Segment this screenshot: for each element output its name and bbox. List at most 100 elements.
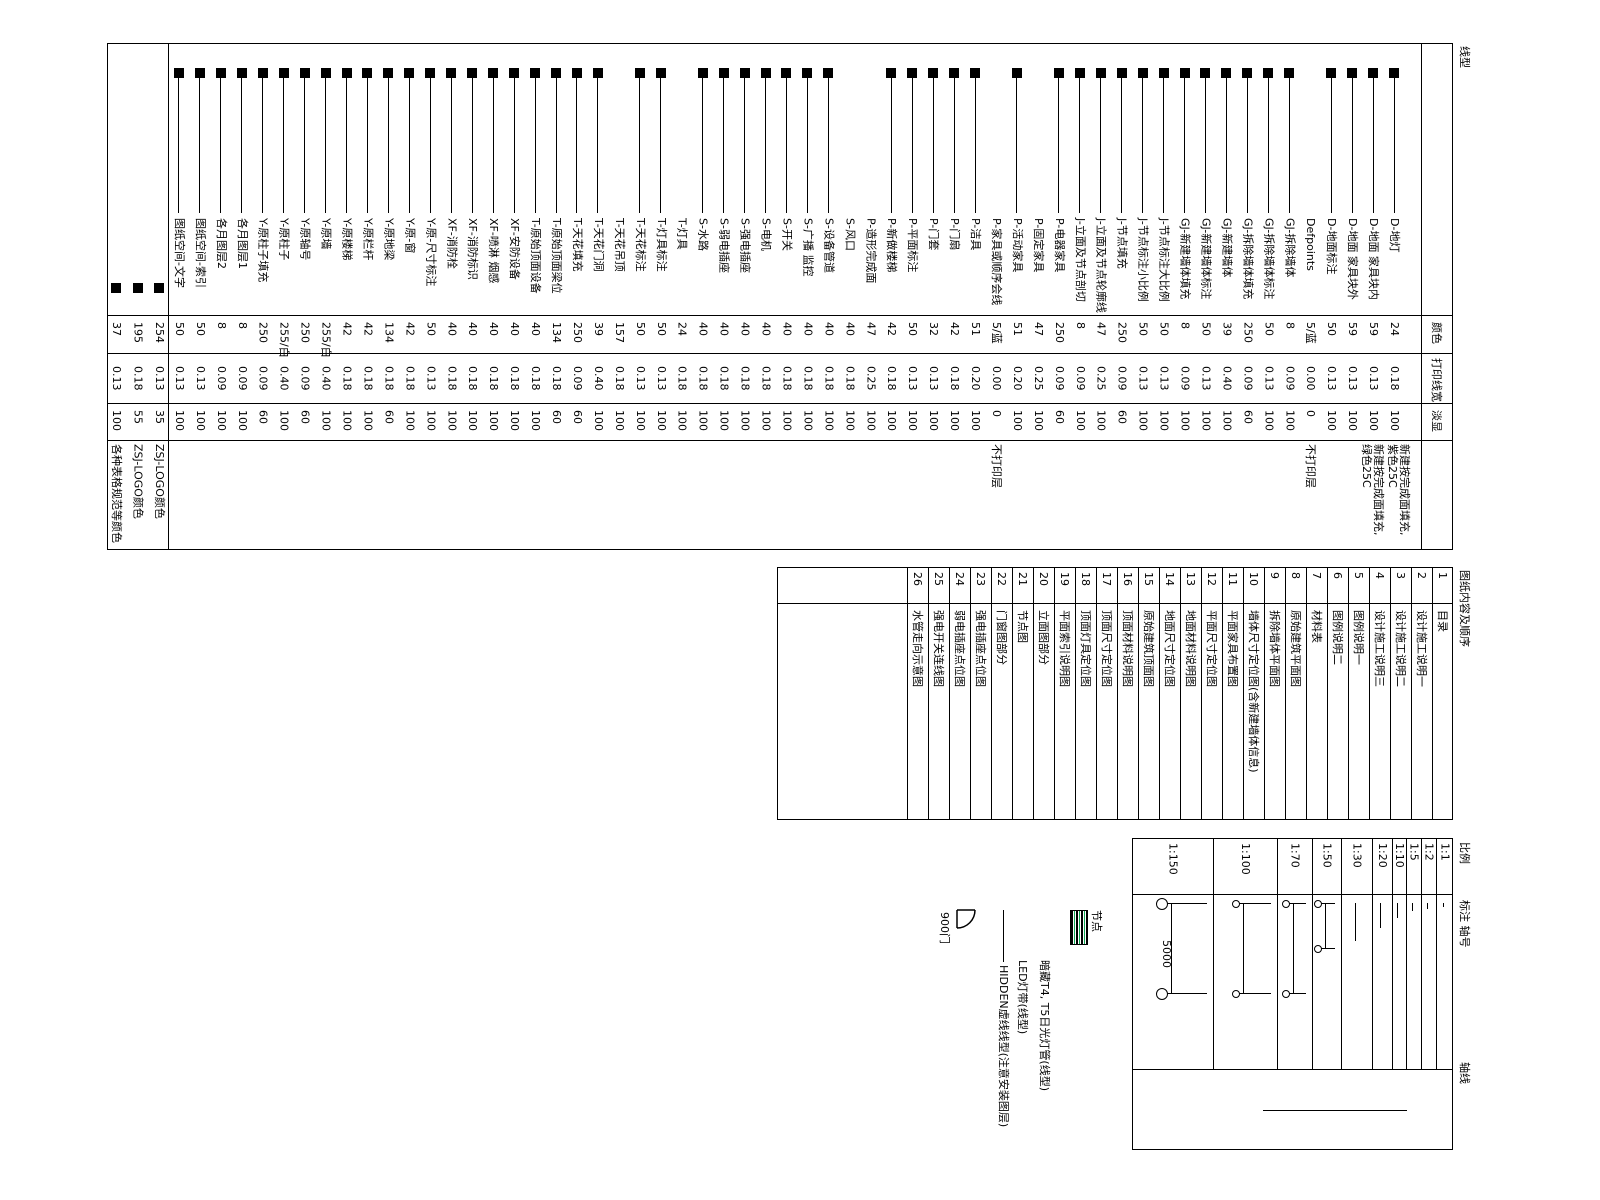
axis-extension	[1166, 993, 1207, 994]
node-label: 节点	[1090, 910, 1103, 932]
layer-name: S-风口	[843, 218, 857, 251]
layer-weight: 0.09	[570, 366, 584, 391]
layer-color: 8	[235, 322, 249, 329]
extra-fade: 55	[131, 410, 145, 424]
door-label: 900门	[938, 912, 951, 944]
layer-weight: 0.40	[591, 366, 605, 391]
layer-name: Y-原地梁	[382, 218, 396, 261]
layer-fade: 100	[759, 410, 773, 431]
layer-fade: 100	[1346, 410, 1360, 431]
divider	[107, 403, 1453, 404]
layer-fade: 100	[1178, 410, 1192, 431]
layer-name: 图纸空间-文字	[172, 218, 186, 288]
layer-weight: 0.18	[466, 366, 480, 391]
divider	[1117, 567, 1118, 820]
layer-weight: 0.18	[508, 366, 522, 391]
drawing-no: 22	[995, 572, 1008, 586]
divider	[1213, 838, 1214, 1069]
divider	[1432, 567, 1433, 820]
layer-fade: 100	[1094, 410, 1108, 431]
layer-weight: 0.18	[529, 366, 543, 391]
layer-weight: 0.18	[717, 366, 731, 391]
layer-weight: 0.18	[340, 366, 354, 391]
layer-leader-line	[1058, 73, 1060, 213]
drawing-name: 强电开关连线图	[932, 610, 945, 687]
divider	[907, 567, 908, 820]
layer-weight: 0.13	[1199, 366, 1213, 391]
layer-note: 新建按完成面填充, 绿色25C	[1360, 444, 1386, 536]
layer-fade: 100	[927, 410, 941, 431]
layer-weight: 0.09	[1178, 366, 1192, 391]
layer-leader-line	[450, 73, 452, 213]
layer-fade: 100	[172, 410, 186, 431]
layer-weight: 0.18	[738, 366, 752, 391]
layer-fade: 100	[633, 410, 647, 431]
layer-fade: 100	[1367, 410, 1381, 431]
color-swatch-icon	[111, 283, 121, 293]
extra-note: 各种表格规范等颜色	[110, 444, 123, 543]
extra-color: 195	[131, 322, 145, 343]
layer-fade: 60	[298, 410, 312, 424]
layer-leader-line	[1079, 73, 1081, 213]
divider	[1306, 567, 1307, 820]
drawing-name: 水管走向示意图	[911, 610, 924, 687]
divider	[1277, 838, 1278, 1069]
extra-weight: 0.18	[131, 366, 145, 391]
layer-leader-line	[283, 73, 285, 213]
layer-leader-line	[1288, 73, 1290, 213]
layer-name: GJ-拆除墙体标注	[1262, 218, 1276, 300]
drawing-name: 顶面材料说明图	[1121, 610, 1134, 687]
layer-color: 50	[633, 322, 647, 336]
layer-color: 40	[487, 322, 501, 336]
dimension-line	[1292, 903, 1294, 993]
layer-fade: 100	[403, 410, 417, 431]
layer-leader-line	[1267, 73, 1269, 213]
layer-color: 40	[529, 322, 543, 336]
divider	[928, 567, 929, 820]
divider	[1222, 567, 1223, 820]
layer-fade: 100	[591, 410, 605, 431]
layer-fade: 100	[1220, 410, 1234, 431]
layer-fade: 100	[277, 410, 291, 431]
layer-name: Y-原墙	[319, 218, 333, 250]
layer-name: T-天花标注	[633, 218, 647, 272]
extra-weight: 0.13	[110, 366, 123, 391]
drawing-name: 门窗图部分	[995, 610, 1008, 665]
layer-color: 24	[1388, 322, 1401, 336]
layer-name: XF-消防栓	[445, 218, 459, 269]
layer-leader-line	[953, 73, 955, 213]
layer-color: 59	[1346, 322, 1360, 336]
divider	[1341, 838, 1342, 1069]
layer-leader-line	[346, 73, 347, 213]
layer-fade: 100	[822, 410, 836, 431]
layer-name: GJ-新建墙体填充	[1178, 218, 1192, 300]
layer-weight: 0.18	[801, 366, 815, 391]
layer-leader-line	[723, 73, 725, 213]
axis-extension	[1166, 903, 1207, 904]
layer-leader-line	[408, 73, 410, 213]
layer-leader-line	[974, 73, 976, 213]
layer-weight: 0.13	[1136, 366, 1150, 391]
layer-name: P-电器家具	[1052, 218, 1066, 273]
layer-leader-line	[785, 73, 787, 213]
layer-name: XF-喷淋 烟感	[487, 218, 501, 284]
layer-color: 157	[612, 322, 626, 343]
layer-name: D-地面 家具块外	[1346, 218, 1360, 300]
layer-leader-line	[827, 73, 829, 213]
layer-color: 39	[591, 322, 605, 336]
layer-fade: 100	[487, 410, 501, 431]
layer-weight: 0.40	[1220, 366, 1234, 391]
layer-fade: 100	[508, 410, 522, 431]
drawing-no: 19	[1058, 572, 1071, 586]
layer-name: S-开关	[780, 218, 794, 251]
layer-name: Y-原-尺寸标注	[424, 218, 438, 287]
layer-weight: 0.13	[1367, 366, 1381, 391]
divider	[1392, 838, 1393, 1069]
divider	[1406, 838, 1407, 1069]
divider	[168, 43, 169, 550]
dimension-line	[1354, 903, 1356, 941]
layer-name: P-活动家具	[1010, 218, 1024, 273]
layer-fade: 100	[801, 410, 815, 431]
layer-fade: 100	[1388, 410, 1401, 431]
scale-label: 1:20	[1376, 843, 1389, 868]
